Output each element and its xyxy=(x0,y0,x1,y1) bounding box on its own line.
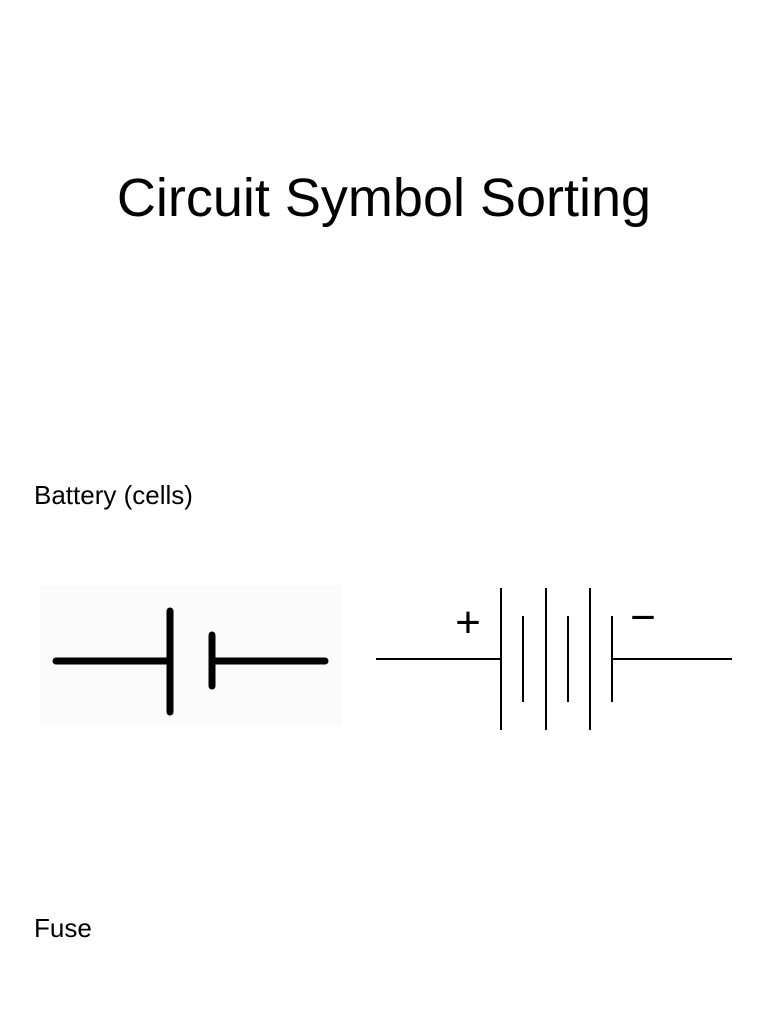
section-label-fuse: Fuse xyxy=(34,913,92,943)
multi-cell-battery-symbol-icon: + − xyxy=(376,588,732,730)
positive-sign: + xyxy=(455,598,481,647)
negative-sign: − xyxy=(630,593,656,642)
section-label-battery: Battery (cells) xyxy=(34,480,193,510)
single-cell-symbol-icon xyxy=(40,585,342,725)
page-title: Circuit Symbol Sorting xyxy=(116,168,652,228)
